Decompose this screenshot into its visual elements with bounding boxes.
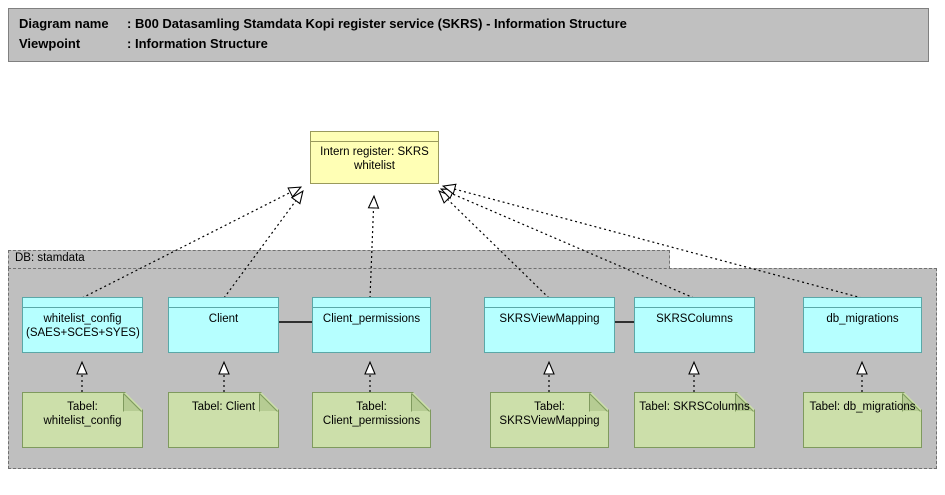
grouping-body bbox=[8, 268, 937, 469]
deliverable-tabel-skrscolumns[interactable]: Tabel: SKRSColumns bbox=[634, 392, 755, 448]
diagram-name-separator: : bbox=[127, 16, 135, 31]
viewpoint-separator: : bbox=[127, 36, 135, 51]
object-header-band bbox=[635, 298, 754, 308]
deliverable-label: Tabel: db_migrations bbox=[809, 401, 916, 413]
object-header-band bbox=[311, 132, 438, 142]
data-object-client[interactable]: Client bbox=[168, 297, 279, 353]
diagram-name-line: Diagram name: B00 Datasamling Stamdata K… bbox=[19, 16, 627, 31]
grouping-label: DB: stamdata bbox=[15, 252, 85, 264]
deliverable-tabel-db-migrations[interactable]: Tabel: db_migrations bbox=[803, 392, 922, 448]
deliverable-tabel-skrsviewmapping[interactable]: Tabel: SKRSViewMapping bbox=[490, 392, 609, 448]
data-object-db-migrations[interactable]: db_migrations bbox=[803, 297, 922, 353]
object-header-band bbox=[313, 298, 430, 308]
data-object-label: Client bbox=[208, 313, 239, 325]
viewpoint-line: Viewpoint: Information Structure bbox=[19, 36, 268, 51]
deliverable-label: Tabel: whitelist_config bbox=[43, 401, 122, 427]
business-object-label: Intern register: SKRS whitelist bbox=[320, 146, 429, 172]
business-object-skrs-whitelist[interactable]: Intern register: SKRS whitelist bbox=[310, 131, 439, 184]
diagram-name-key: Diagram name bbox=[19, 16, 109, 31]
viewpoint-value: Information Structure bbox=[134, 36, 268, 51]
data-object-label: db_migrations bbox=[826, 313, 899, 325]
viewpoint-key: Viewpoint bbox=[19, 36, 81, 51]
deliverable-label: Tabel: SKRSViewMapping bbox=[499, 401, 600, 427]
grouping-db-stamdata[interactable]: DB: stamdata bbox=[8, 250, 937, 469]
data-object-label: SKRSColumns bbox=[656, 313, 733, 325]
data-object-label: Client_permissions bbox=[322, 313, 421, 325]
data-object-label: SKRSViewMapping bbox=[499, 313, 600, 325]
deliverable-tabel-whitelist-config[interactable]: Tabel: whitelist_config bbox=[22, 392, 143, 448]
deliverable-label: Tabel: Client_permissions bbox=[322, 401, 421, 427]
data-object-whitelist-config[interactable]: whitelist_config (SAES+SCES+SYES) bbox=[22, 297, 143, 353]
object-header-band bbox=[23, 298, 142, 308]
data-object-label: whitelist_config (SAES+SCES+SYES) bbox=[26, 313, 140, 339]
data-object-skrsviewmapping[interactable]: SKRSViewMapping bbox=[484, 297, 615, 353]
data-object-skrscolumns[interactable]: SKRSColumns bbox=[634, 297, 755, 353]
deliverable-tabel-client-permissions[interactable]: Tabel: Client_permissions bbox=[312, 392, 431, 448]
diagram-name-value: B00 Datasamling Stamdata Kopi register s… bbox=[134, 16, 627, 31]
object-header-band bbox=[804, 298, 921, 308]
deliverable-label: Tabel: Client bbox=[191, 401, 256, 413]
object-header-band bbox=[485, 298, 614, 308]
deliverable-tabel-client[interactable]: Tabel: Client bbox=[168, 392, 279, 448]
data-object-client-permissions[interactable]: Client_permissions bbox=[312, 297, 431, 353]
grouping-header-tab bbox=[8, 250, 670, 269]
diagram-header-banner: Diagram name: B00 Datasamling Stamdata K… bbox=[8, 8, 929, 62]
deliverable-label: Tabel: SKRSColumns bbox=[639, 401, 750, 413]
object-header-band bbox=[169, 298, 278, 308]
